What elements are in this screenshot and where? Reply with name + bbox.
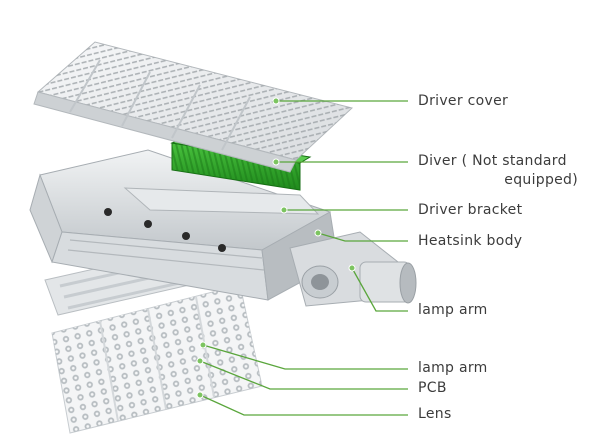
leader-pcb	[196, 357, 408, 390]
leader-diver	[272, 158, 408, 166]
label-driver-bracket: Driver bracket	[418, 202, 523, 218]
label-driver-cover: Driver cover	[418, 93, 509, 109]
leader-lens	[196, 391, 408, 416]
label-heatsink-body: Heatsink body	[418, 233, 523, 249]
label-lamp-arm-1: lamp arm	[418, 302, 488, 318]
leader-lamp-arm-1	[348, 264, 408, 312]
leader-lamp-arm-2	[199, 341, 408, 370]
label-lamp-arm-2: lamp arm	[418, 360, 488, 376]
leader-driver-cover	[272, 97, 408, 105]
leader-lines	[196, 97, 408, 416]
leader-driver-bracket	[280, 206, 408, 214]
leader-heatsink-body	[314, 229, 408, 242]
label-pcb: PCB	[418, 380, 447, 396]
driver-cover	[33, 41, 354, 173]
lens-panels	[51, 284, 263, 434]
label-lens: Lens	[418, 406, 452, 422]
label-diver-line2: equipped)	[504, 172, 578, 188]
driver-bracket	[123, 187, 320, 215]
label-diver-line1: Diver ( Not standard	[418, 153, 567, 169]
